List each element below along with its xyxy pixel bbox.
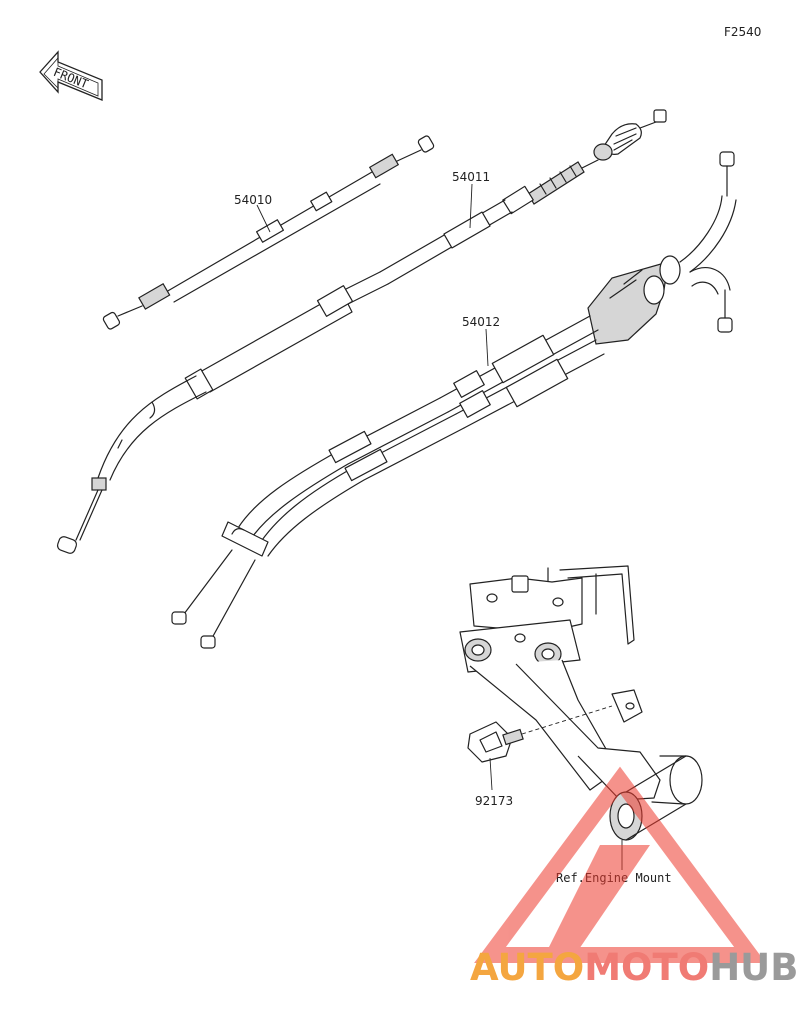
- leader-92173: [489, 757, 493, 791]
- watermark-part-moto: MOTO: [584, 946, 710, 989]
- part-54012-label: 54012: [462, 315, 500, 329]
- figure-code: F2540: [724, 25, 761, 39]
- front-arrow-icon: FRONT: [39, 50, 103, 101]
- watermark-part-hub: HUB: [709, 946, 799, 989]
- clip-92173: [467, 721, 524, 763]
- watermark-text: AUTOMOTOHUB: [470, 946, 798, 989]
- watermark-logo-icon: [474, 766, 766, 963]
- watermark-part-auto: AUTO: [470, 946, 585, 989]
- leader-54011: [469, 183, 473, 229]
- part-54010-label: 54010: [234, 193, 272, 207]
- part-92173-label: 92173: [475, 794, 513, 808]
- leader-54012: [485, 328, 489, 367]
- cable-54011: [56, 109, 667, 554]
- engine-mount-bracket: [459, 565, 703, 841]
- cable-54010: [102, 135, 435, 330]
- cable-54012: [171, 151, 737, 649]
- part-54011-label: 54011: [452, 170, 490, 184]
- leader-54010: [256, 204, 271, 233]
